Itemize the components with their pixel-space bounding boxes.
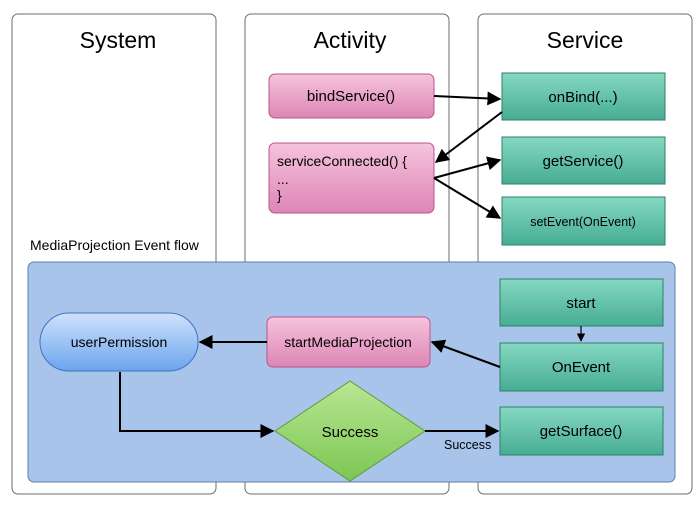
- arrow-connected-to-setevent: [433, 177, 502, 219]
- set-event-label: setEvent(OnEvent): [530, 215, 636, 229]
- success-decision: [274, 380, 426, 482]
- on-bind-label: onBind(...): [548, 89, 617, 106]
- arrow-onbind-to-connected: [434, 111, 503, 163]
- section-label: MediaProjection Event flow: [30, 237, 200, 253]
- arrow-onevent-to-startmp: [430, 339, 501, 368]
- on-event-label: OnEvent: [552, 359, 611, 376]
- arrow-permission-to-success: [119, 372, 275, 438]
- on-bind-node: [501, 72, 666, 121]
- service-connected-line-2: ...: [277, 171, 289, 187]
- on-event-node: [499, 342, 664, 392]
- user-permission-node: [39, 312, 199, 372]
- user-permission-label: userPermission: [71, 334, 167, 350]
- lane-title-system: System: [80, 27, 157, 53]
- get-service-node: [501, 136, 666, 185]
- lane-title-service: Service: [547, 27, 624, 53]
- lane-title-activity: Activity: [314, 27, 387, 53]
- start-label: start: [566, 295, 596, 312]
- set-event-node: [501, 196, 666, 246]
- edge-label-success: Success: [444, 438, 491, 452]
- success-decision-label: Success: [322, 424, 379, 441]
- bind-service-label: bindService(): [307, 88, 395, 105]
- get-surface-node: [499, 406, 664, 456]
- get-service-label: getService(): [543, 153, 624, 170]
- start-media-projection-label: startMediaProjection: [284, 334, 412, 350]
- get-surface-label: getSurface(): [540, 423, 623, 440]
- service-connected-line-1: serviceConnected() {: [277, 153, 407, 169]
- service-connected-line-3: }: [277, 187, 282, 203]
- start-node: [499, 278, 664, 327]
- arrow-connected-to-getservice: [433, 156, 502, 179]
- arrow-bind-to-onbind: [433, 91, 502, 106]
